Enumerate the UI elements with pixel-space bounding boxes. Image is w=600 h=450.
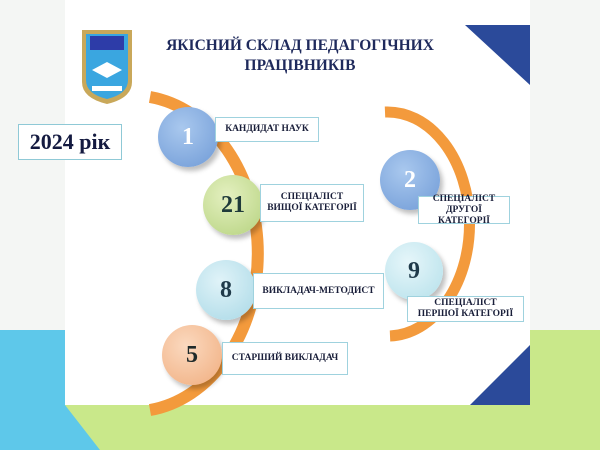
title-line-1: ЯКІСНИЙ СКЛАД ПЕДАГОГІЧНИХ (166, 37, 434, 54)
label-methodist: ВИКЛАДАЧ-МЕТОДИСТ (253, 273, 384, 309)
label-line: СПЕЦІАЛІСТ (434, 298, 497, 308)
label-line: СПЕЦІАЛІСТ (280, 192, 344, 202)
year-label: 2024 рік (18, 124, 122, 160)
label-line: ВИЩОЇ КАТЕГОРІЇ (267, 203, 357, 213)
count-circle-first: 9 (385, 242, 443, 300)
label-candidate: КАНДИДАТ НАУК (215, 117, 319, 142)
label-line: ПЕРШОЇ КАТЕГОРІЇ (417, 309, 514, 319)
label-line: ДРУГОЇ КАТЕГОРІЇ (438, 204, 490, 226)
bottom-right-triangle (470, 345, 530, 405)
cyan-triangle (0, 330, 100, 450)
count-circle-highest: 21 (203, 175, 263, 235)
label-line: СПЕЦІАЛІСТ (432, 193, 496, 204)
top-right-triangle (465, 25, 530, 85)
label-senior: СТАРШИЙ ВИКЛАДАЧ (222, 342, 348, 375)
title-line-2: ПРАЦІВНИКІВ (244, 57, 356, 74)
count-circle-methodist: 8 (196, 260, 256, 320)
college-logo (82, 30, 132, 104)
count-circle-senior: 5 (162, 325, 222, 385)
count-circle-candidate: 1 (158, 107, 218, 167)
slide-title: ЯКІСНИЙ СКЛАД ПЕДАГОГІЧНИХ ПРАЦІВНИКІВ (140, 36, 460, 76)
